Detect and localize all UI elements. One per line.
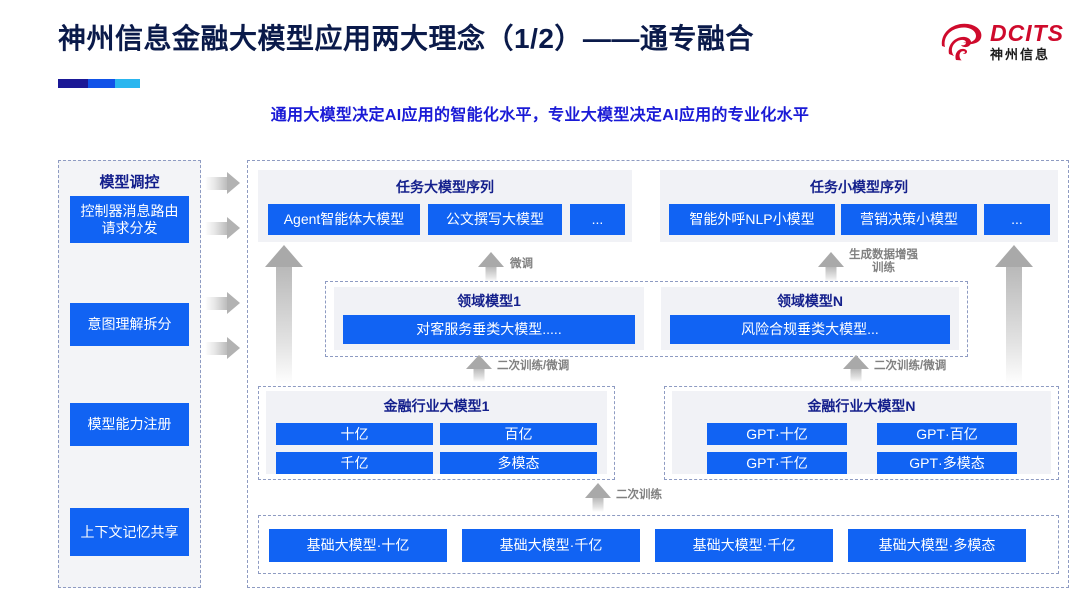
base-models-container	[258, 515, 1059, 574]
dcits-swirl-icon	[938, 20, 984, 62]
domain-model-n-title: 领域模型N	[776, 293, 844, 309]
domain-model-1-title: 领域模型1	[457, 293, 521, 309]
industry-model-n-box-2[interactable]: GPT·百亿	[877, 423, 1017, 445]
task-large-model-box-2[interactable]: 公文撰写大模型	[428, 204, 562, 235]
sidebar-arrow-2	[205, 217, 240, 239]
sidebar-item-capability-registry[interactable]: 模型能力注册	[70, 403, 189, 446]
task-small-model-box-1[interactable]: 智能外呼NLP小模型	[669, 204, 835, 235]
base-model-box-1[interactable]: 基础大模型·十亿	[269, 529, 447, 562]
sidebar-title: 模型调控	[99, 174, 160, 191]
base-model-box-2[interactable]: 基础大模型·千亿	[462, 529, 640, 562]
data-augmentation-arrow	[818, 252, 844, 282]
domain-models-container	[325, 281, 968, 357]
retrain-finetune-label-right: 二次训练/微调	[874, 360, 947, 372]
retrain-arrow	[585, 483, 611, 512]
data-aug-line2: 训练	[872, 262, 895, 275]
industry-model-n-box-3[interactable]: GPT·千亿	[707, 452, 847, 474]
industry-model-1-title: 金融行业大模型1	[383, 398, 490, 414]
sidebar-item-context-memory[interactable]: 上下文记忆共享	[70, 508, 189, 556]
industry-model-1-box-3[interactable]: 千亿	[276, 452, 433, 474]
domain-model-1-box[interactable]: 对客服务垂类大模型.....	[343, 315, 635, 344]
logo-text-cn: 神州信息	[990, 46, 1051, 62]
industry-model-n-title: 金融行业大模型N	[807, 398, 916, 414]
data-augmentation-arrow-label: 生成数据增强 训练	[849, 249, 918, 275]
industry-model-1-box-1[interactable]: 十亿	[276, 423, 433, 445]
task-large-model-title: 任务大模型序列	[396, 179, 494, 195]
industry-model-n-container	[664, 386, 1059, 480]
sidebar-arrow-3	[205, 292, 240, 314]
task-large-model-box-1[interactable]: Agent智能体大模型	[268, 204, 420, 235]
industry-model-1-box-2[interactable]: 百亿	[440, 423, 597, 445]
logo-text-en: DCITS	[990, 19, 1064, 46]
base-model-box-3[interactable]: 基础大模型·千亿	[655, 529, 833, 562]
architecture-container	[247, 160, 1069, 588]
industry-model-1-container	[258, 386, 615, 480]
data-aug-line1: 生成数据增强	[849, 249, 918, 261]
retrain-finetune-arrow-right	[843, 355, 869, 382]
industry-model-n-box-4[interactable]: GPT·多模态	[877, 452, 1017, 474]
finetune-arrow-label: 微调	[510, 258, 533, 270]
page-subtitle: 通用大模型决定AI应用的智能化水平，专业大模型决定AI应用的专业化水平	[270, 107, 810, 124]
task-small-model-title: 任务小模型序列	[810, 179, 908, 195]
task-small-model-box-2[interactable]: 营销决策小模型	[841, 204, 977, 235]
retrain-finetune-arrow-left	[466, 355, 492, 382]
sidebar-item-controller-routing[interactable]: 控制器消息路由请求分发	[70, 196, 189, 243]
task-small-model-box-3[interactable]: ...	[984, 204, 1050, 235]
retrain-arrow-label: 二次训练	[616, 489, 662, 501]
finetune-arrow	[478, 252, 504, 282]
industry-model-1-box-4[interactable]: 多模态	[440, 452, 597, 474]
task-large-model-box-3[interactable]: ...	[570, 204, 625, 235]
title-accent-bar	[58, 79, 140, 88]
sidebar-arrow-4	[205, 337, 240, 359]
base-model-box-4[interactable]: 基础大模型·多模态	[848, 529, 1026, 562]
industry-model-n-box-1[interactable]: GPT·十亿	[707, 423, 847, 445]
retrain-finetune-label-left: 二次训练/微调	[497, 360, 570, 372]
right-tall-arrow	[995, 245, 1033, 385]
domain-model-n-box[interactable]: 风险合规垂类大模型...	[670, 315, 950, 344]
page-title: 神州信息金融大模型应用两大理念（1/2）——通专融合	[58, 23, 754, 54]
left-tall-arrow	[265, 245, 303, 385]
sidebar-arrow-1	[205, 172, 240, 194]
sidebar-item-intent-parsing[interactable]: 意图理解拆分	[70, 303, 189, 346]
company-logo: DCITS 神州信息	[938, 17, 1064, 65]
